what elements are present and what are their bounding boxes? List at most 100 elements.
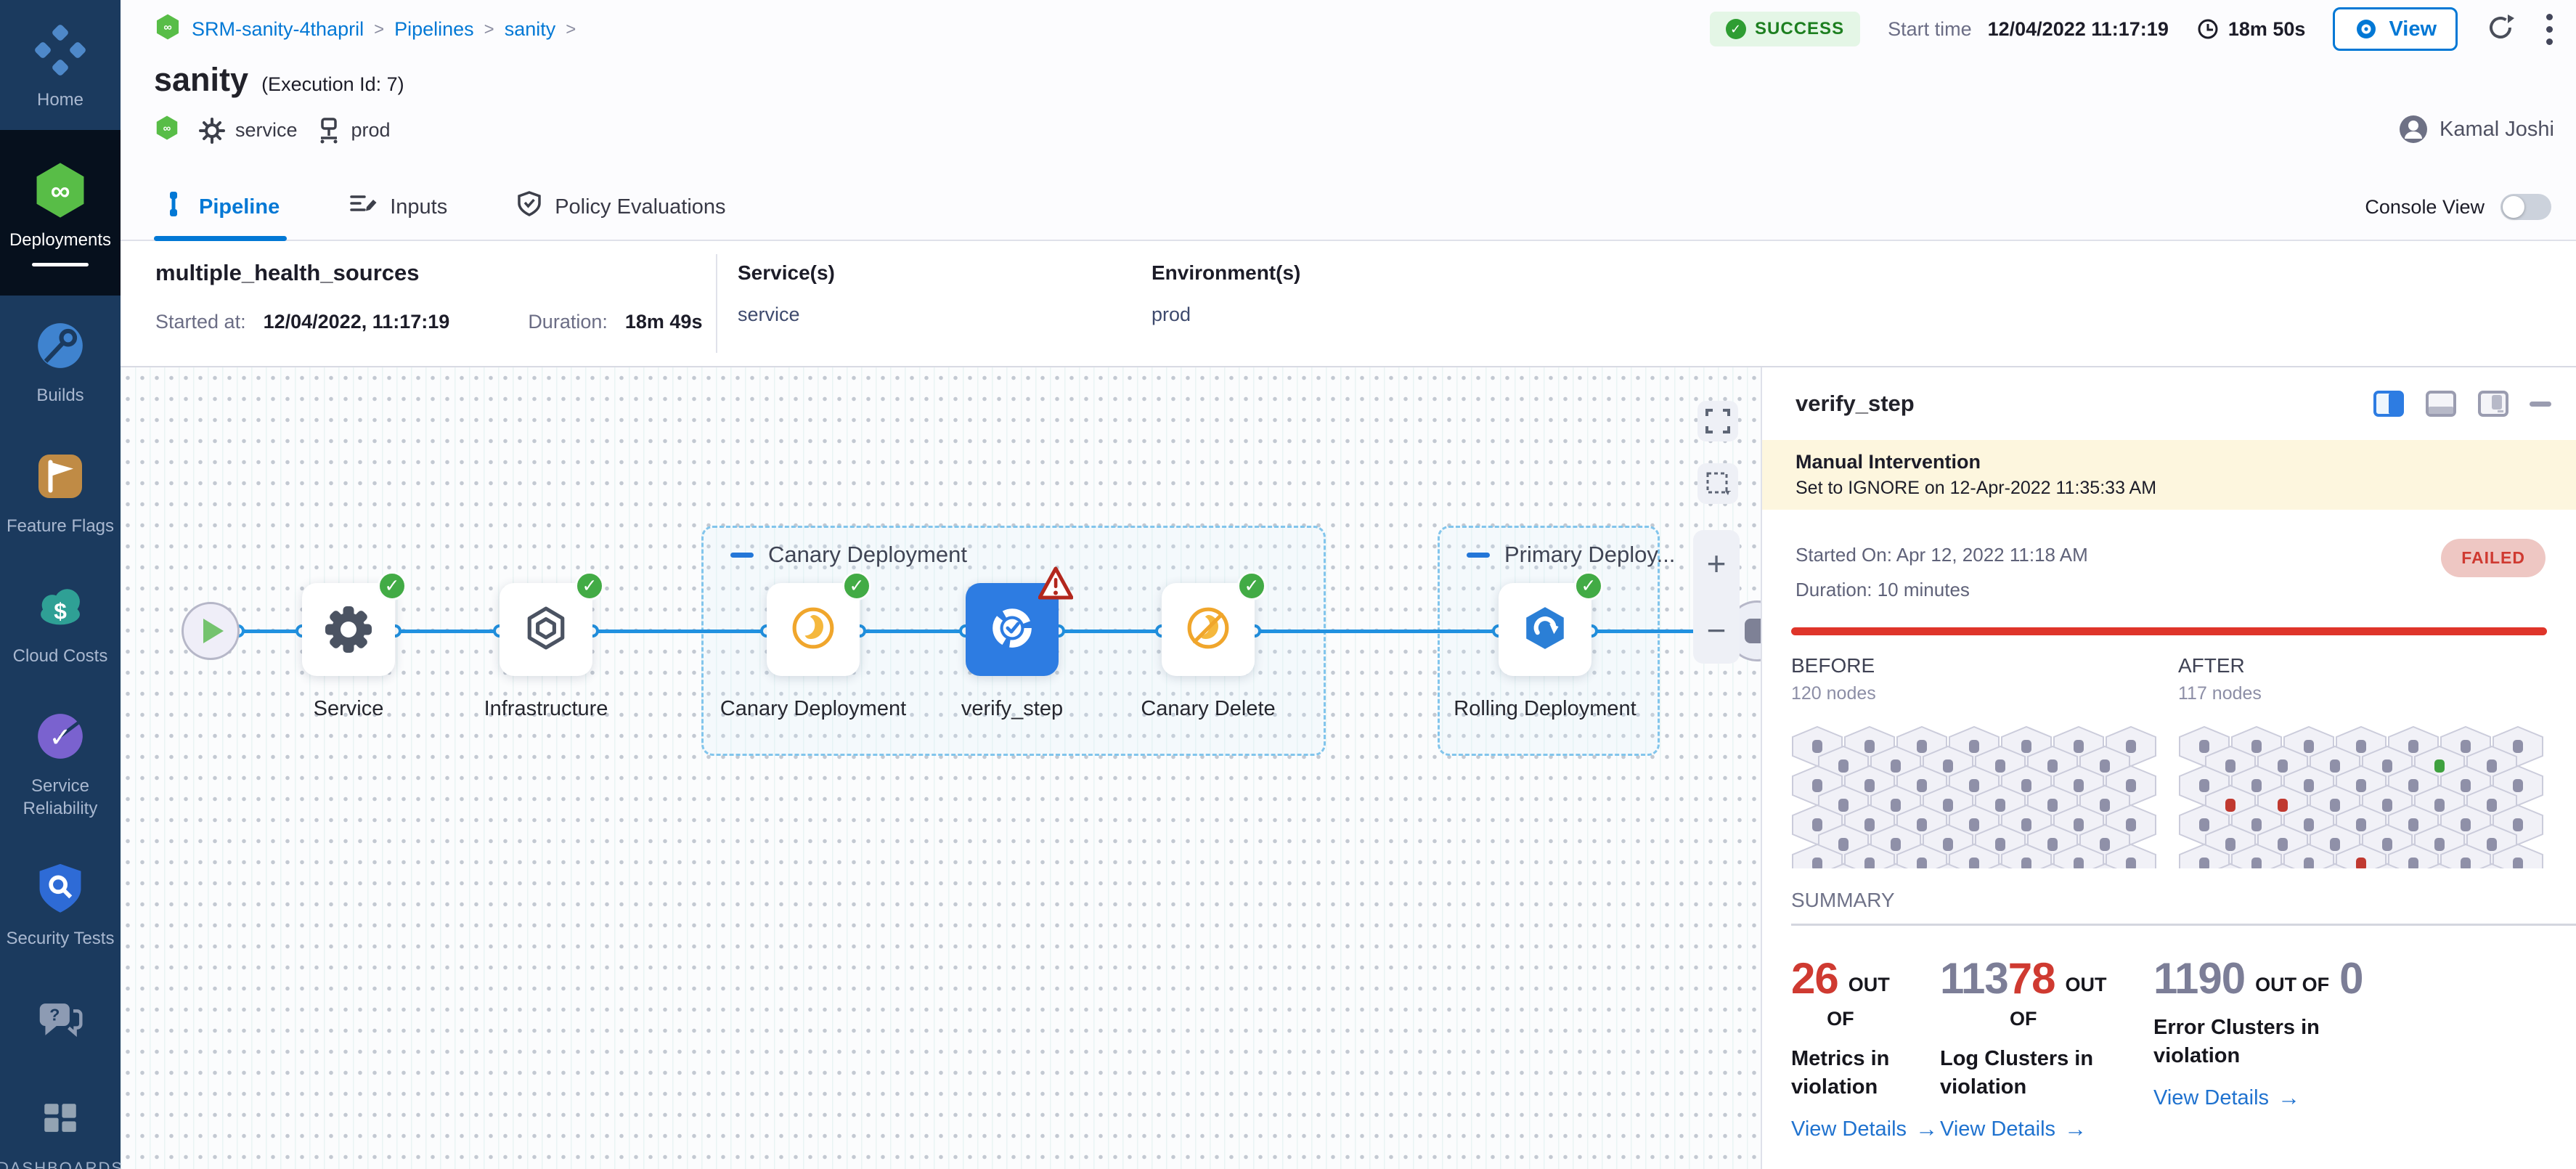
pipeline-node-service[interactable]: ✓	[302, 571, 407, 676]
sidebar-item-service-reliability[interactable]: ✓Service Reliability	[0, 686, 121, 839]
summary-number: 26	[1791, 954, 1839, 1003]
tab-label: Pipeline	[199, 195, 280, 219]
console-view-toggle[interactable]	[2500, 194, 2551, 220]
pipeline-node-canary-deployment[interactable]: ✓	[767, 571, 871, 676]
start-time-value: 12/04/2022 11:17:19	[1987, 17, 2169, 40]
user-menu[interactable]: Kamal Joshi	[2399, 115, 2554, 144]
pipeline-connector	[395, 630, 500, 633]
arrow-right-icon: →	[1915, 1116, 1939, 1142]
pipeline-node-canary-delete[interactable]: ✓	[1162, 571, 1266, 676]
sidebar-item-cloud-costs[interactable]: $Cloud Costs	[0, 556, 121, 686]
layout-floating-view-icon[interactable]	[2477, 388, 2509, 420]
inputs-icon	[349, 191, 377, 223]
status-text: SUCCESS	[1755, 19, 1845, 38]
stop-icon	[1745, 619, 1761, 643]
sidebar-item-label: Builds	[36, 386, 84, 406]
before-nodes-section: BEFORE 120 nodes	[1791, 654, 2160, 869]
tab-pipeline[interactable]: Pipeline	[153, 174, 288, 241]
refresh-icon	[2490, 14, 2514, 38]
pipeline-node-rolling-deployment[interactable]: ✓	[1499, 571, 1603, 676]
zoom-out-button[interactable]: −	[1706, 611, 1727, 649]
success-badge-icon: ✓	[575, 571, 604, 600]
view-button[interactable]: View	[2333, 7, 2458, 51]
pipeline-node-infrastructure[interactable]: ✓	[500, 571, 604, 676]
node-label: verify_step	[961, 697, 1064, 720]
services-column: Service(s) service	[738, 261, 835, 325]
node-label: Rolling Deployment	[1454, 697, 1637, 720]
sidebar-item-help[interactable]: ?	[0, 969, 121, 1070]
sidebar-item-label: Feature Flags	[6, 516, 115, 536]
sidebar-item-security-tests[interactable]: Security Tests	[0, 839, 121, 969]
status-badge: ✓ SUCCESS	[1710, 12, 1861, 46]
banner-subtitle: Set to IGNORE on 12-Apr-2022 11:35:33 AM	[1796, 478, 2157, 498]
sidebar-item-deployments[interactable]: ∞Deployments	[0, 130, 121, 296]
step-duration-text: Duration: 10 minutes	[1796, 579, 1970, 601]
tab-policy-evaluations[interactable]: Policy Evaluations	[517, 174, 726, 240]
divider	[1791, 924, 2576, 926]
service-tag[interactable]: service	[199, 117, 298, 144]
environment-tag[interactable]: prod	[317, 117, 391, 144]
pipeline-start-node[interactable]	[182, 602, 240, 660]
breadcrumb-link[interactable]: SRM-sanity-4thapril	[192, 18, 364, 40]
view-details-link[interactable]: View Details→	[1940, 1116, 2087, 1142]
stage-summary-bar: multiple_health_sources Started at: 12/0…	[121, 241, 2576, 367]
stage-group-title[interactable]: Canary Deployment	[730, 542, 967, 568]
view-details-link[interactable]: View Details→	[2153, 1085, 2301, 1111]
layout-split-view-icon[interactable]	[2373, 388, 2405, 420]
summary-description: Error Clusters in violation	[2153, 1016, 2320, 1068]
tab-inputs[interactable]: Inputs	[349, 174, 447, 240]
sidebar-item-feature-flags[interactable]: Feature Flags	[0, 426, 121, 556]
refresh-button[interactable]	[2485, 12, 2516, 46]
environment-icon	[320, 117, 338, 143]
failure-progress-bar	[1791, 627, 2547, 636]
collapse-group-icon[interactable]	[1467, 552, 1490, 558]
view-details-link[interactable]: View Details→	[1791, 1116, 1939, 1142]
rolling-icon	[1521, 604, 1569, 656]
stage-name: multiple_health_sources	[155, 260, 420, 285]
success-badge-icon: ✓	[378, 571, 407, 600]
eye-icon	[2357, 20, 2376, 38]
zoom-in-button[interactable]: +	[1706, 545, 1727, 582]
environment-link[interactable]: prod	[1152, 304, 1191, 325]
out-of-label: OUT OF	[2255, 974, 2330, 996]
out-of-label: OUT	[1848, 974, 1890, 996]
breadcrumb-link[interactable]: sanity	[504, 18, 556, 40]
stage-group-title[interactable]: Primary Deploy...	[1467, 542, 1675, 568]
before-node-grid	[1792, 726, 2156, 869]
breadcrumb: ∞SRM-sanity-4thapril>Pipelines>sanity>	[154, 13, 576, 46]
gear-icon	[325, 606, 372, 653]
stage-group-label: Canary Deployment	[768, 542, 967, 567]
sidebar-item-builds[interactable]: Builds	[0, 296, 121, 425]
before-label: BEFORE	[1791, 654, 1875, 677]
collapse-group-icon[interactable]	[730, 552, 754, 558]
service-link[interactable]: service	[738, 304, 800, 325]
sidebar-item-dashboards[interactable]: DASHBOARDS	[0, 1070, 122, 1169]
node-label: Infrastructure	[484, 697, 608, 720]
pipeline-node-verify_step[interactable]	[966, 566, 1073, 676]
fit-view-button[interactable]	[1697, 401, 1738, 441]
breadcrumb-separator: >	[484, 19, 494, 39]
marquee-select-button[interactable]	[1697, 463, 1738, 504]
play-icon	[203, 619, 224, 643]
sidebar-item-home[interactable]: Home	[0, 0, 121, 130]
pipeline-connector	[860, 630, 966, 633]
duration-value: 18m 49s	[624, 311, 703, 333]
breadcrumb-link[interactable]: Pipelines	[394, 18, 474, 40]
verify-icon	[988, 604, 1036, 656]
layout-bottom-view-icon[interactable]	[2425, 388, 2457, 420]
execution-status-row: ✓ SUCCESS Start time 12/04/2022 11:17:19…	[1710, 7, 2556, 51]
summary-description: Metrics in violation	[1791, 1047, 1890, 1099]
gear-icon	[199, 117, 225, 144]
page-title: sanity	[154, 61, 249, 98]
failed-status-badge: FAILED	[2441, 539, 2546, 577]
execution-id: (Execution Id: 7)	[261, 73, 404, 95]
pipeline-connector	[1059, 630, 1162, 633]
started-on-text: Started On: Apr 12, 2022 11:18 AM	[1796, 544, 2088, 566]
summary-total-number: 0	[2339, 954, 2363, 1003]
manual-intervention-banner: Manual Intervention Set to IGNORE on 12-…	[1762, 440, 2576, 510]
minimize-panel-icon[interactable]	[2530, 401, 2551, 407]
more-options-button[interactable]	[2543, 11, 2556, 48]
after-count: 117 nodes	[2178, 683, 2262, 704]
